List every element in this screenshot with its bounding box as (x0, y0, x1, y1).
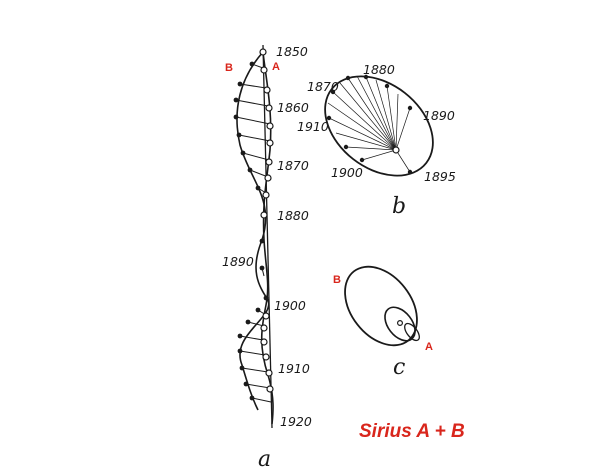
panel-a-motion: 1850 1860 1870 1880 1890 1900 1910 1920 … (222, 44, 312, 472)
star-b-label-c: B (333, 274, 341, 286)
year-label-a: 1860 (277, 100, 309, 115)
orbit-points (326, 74, 413, 175)
panel-b-relative-orbit: 1880 1870 1890 1910 1900 1895 b (297, 62, 456, 219)
year-label-b: 1900 (331, 165, 363, 180)
year-label-b: 1890 (423, 108, 455, 123)
year-label-a: 1880 (277, 208, 309, 223)
year-label-a: 1850 (276, 44, 308, 59)
year-label-a: 1900 (274, 298, 306, 313)
orbit-b-ellipse (344, 265, 418, 347)
year-label-a: 1920 (280, 414, 312, 429)
year-label-a: 1870 (277, 158, 309, 173)
orbit-a-inner-ellipse (404, 322, 420, 342)
year-label-a: 1910 (278, 361, 310, 376)
center-of-mass-point (397, 320, 404, 327)
panel-b-letter: b (392, 194, 406, 219)
track-b (236, 51, 270, 411)
relative-orbit-ellipse (324, 75, 434, 177)
panel-a-letter: a (258, 447, 271, 472)
year-label-b: 1895 (424, 169, 456, 184)
a-positions (259, 48, 274, 393)
year-label-a: 1890 (222, 254, 254, 269)
radius-vectors (327, 75, 411, 173)
year-label-b: 1870 (307, 79, 339, 94)
center-of-mass-line (262, 44, 273, 429)
star-a-label-c: A (425, 341, 433, 353)
panel-c-letter: c (393, 355, 405, 380)
star-a-focus (392, 146, 400, 154)
year-label-b: 1880 (363, 62, 395, 77)
b-positions (233, 61, 269, 401)
figure-title: Sirius A + B (359, 421, 465, 442)
panel-c-barycentric-orbits: B A c (333, 265, 433, 380)
star-a-label: A (272, 61, 280, 73)
year-label-b: 1910 (297, 119, 329, 134)
star-b-label: B (225, 62, 233, 74)
